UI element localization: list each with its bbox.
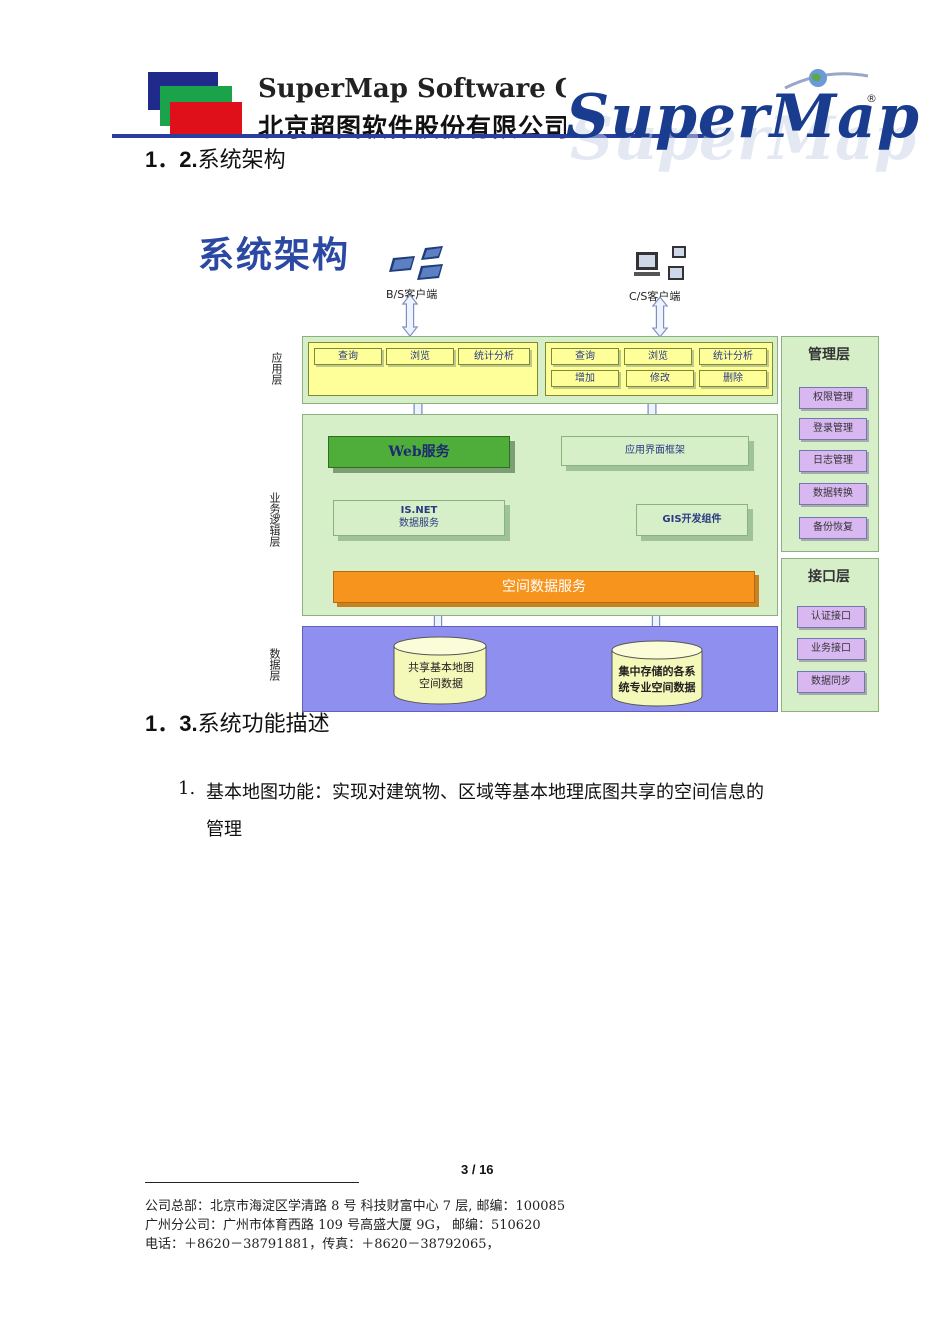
cs-client-label: C/S客户端 bbox=[629, 290, 681, 303]
database-cylinder-icon bbox=[611, 640, 703, 707]
isnet-line1: IS.NET bbox=[400, 505, 438, 516]
isnet-line2: 数据服务 bbox=[399, 518, 439, 529]
page-number: 3 / 16 bbox=[461, 1162, 494, 1177]
footer-rule bbox=[145, 1182, 359, 1183]
bs-stats-button: 统计分析 bbox=[458, 348, 530, 365]
db2-line1: 集中存储的各系 bbox=[618, 665, 696, 678]
laptop-icon bbox=[389, 246, 443, 280]
desktop-computer-icon bbox=[634, 246, 686, 280]
section-subnumber: 3. bbox=[179, 711, 198, 736]
db2-label: 集中存储的各系 统专业空间数据 bbox=[610, 664, 704, 696]
management-panel bbox=[781, 336, 879, 552]
brand-logo: SuperMap bbox=[566, 82, 920, 152]
section-number: 1． bbox=[145, 147, 180, 172]
list-item-number: 1. bbox=[178, 778, 196, 799]
footer-address-gz: 广州分公司：广州市体育西路 109 号高盛大厦 9G， 邮编：510620 bbox=[145, 1218, 541, 1233]
cs-stats-button: 统计分析 bbox=[699, 348, 767, 365]
brand-logo-reflection: SuperMap bbox=[570, 104, 916, 174]
bs-browse-button: 浏览 bbox=[386, 348, 454, 365]
section-title: 系统架构 bbox=[197, 148, 286, 173]
cs-add-button: 增加 bbox=[551, 370, 619, 387]
data-sync-button: 数据同步 bbox=[797, 671, 865, 693]
registered-mark: ® bbox=[866, 92, 877, 105]
logo-red-square bbox=[170, 102, 242, 136]
db2-line2: 统专业空间数据 bbox=[618, 681, 696, 694]
database-cylinder-icon bbox=[393, 636, 487, 705]
header: SuperMap Software Co., Ltd. 北京超图软件股份有限公司… bbox=[0, 0, 950, 174]
cs-delete-button: 删除 bbox=[699, 370, 767, 387]
footer-phone-fax: 电话：＋8620－38791881，传真：＋8620－38792065， bbox=[145, 1237, 500, 1252]
logic-layer-label: 业务逻辑层 bbox=[268, 492, 281, 547]
section-number: 1． bbox=[145, 711, 180, 736]
section-heading-functions: 1．3.系统功能描述 bbox=[145, 706, 330, 738]
section-subnumber: 2. bbox=[179, 147, 198, 172]
web-service-box: Web服务 bbox=[328, 436, 510, 468]
spatial-data-service-box: 空间数据服务 bbox=[333, 571, 755, 603]
db1-label: 共享基本地图 空间数据 bbox=[396, 660, 486, 692]
cs-edit-button: 修改 bbox=[626, 370, 694, 387]
data-layer-panel bbox=[302, 626, 778, 712]
db1-line2: 空间数据 bbox=[419, 677, 463, 690]
company-name-en: SuperMap Software Co., Ltd. bbox=[258, 74, 566, 104]
log-mgmt-button: 日志管理 bbox=[799, 450, 867, 472]
ui-framework-box: 应用界面框架 bbox=[561, 436, 749, 466]
list-item-text-continued: 管理 bbox=[206, 819, 242, 840]
bs-client-label: B/S客户端 bbox=[386, 288, 438, 301]
cs-browse-button: 浏览 bbox=[624, 348, 692, 365]
isnet-data-service-box: IS.NET 数据服务 bbox=[333, 500, 505, 536]
permission-mgmt-button: 权限管理 bbox=[799, 387, 867, 409]
diagram-title: 系统架构 bbox=[198, 235, 351, 276]
db1-line1: 共享基本地图 bbox=[408, 661, 474, 674]
footer-address-hq: 公司总部：北京市海淀区学清路 8 号 科技财富中心 7 层, 邮编：100085 bbox=[145, 1199, 566, 1214]
data-layer-label: 数据层 bbox=[268, 648, 281, 681]
backup-restore-button: 备份恢复 bbox=[799, 517, 867, 539]
gis-dev-kit-box: GIS开发组件 bbox=[636, 504, 748, 536]
section-heading-architecture: 1．2.系统架构 bbox=[145, 142, 286, 174]
cs-query-button: 查询 bbox=[551, 348, 619, 365]
section-title: 系统功能描述 bbox=[197, 712, 330, 737]
globe-icon bbox=[784, 69, 869, 90]
interface-title: 接口层 bbox=[808, 569, 850, 585]
auth-interface-button: 认证接口 bbox=[797, 606, 865, 628]
app-layer-label: 应用层 bbox=[270, 352, 283, 385]
business-interface-button: 业务接口 bbox=[797, 638, 865, 660]
bs-query-button: 查询 bbox=[314, 348, 382, 365]
header-rule bbox=[112, 134, 712, 138]
login-mgmt-button: 登录管理 bbox=[799, 418, 867, 440]
management-title: 管理层 bbox=[808, 347, 850, 363]
list-item-text: 基本地图功能：实现对建筑物、区域等基本地理底图共享的空间信息的 bbox=[206, 782, 764, 803]
data-convert-button: 数据转换 bbox=[799, 483, 867, 505]
